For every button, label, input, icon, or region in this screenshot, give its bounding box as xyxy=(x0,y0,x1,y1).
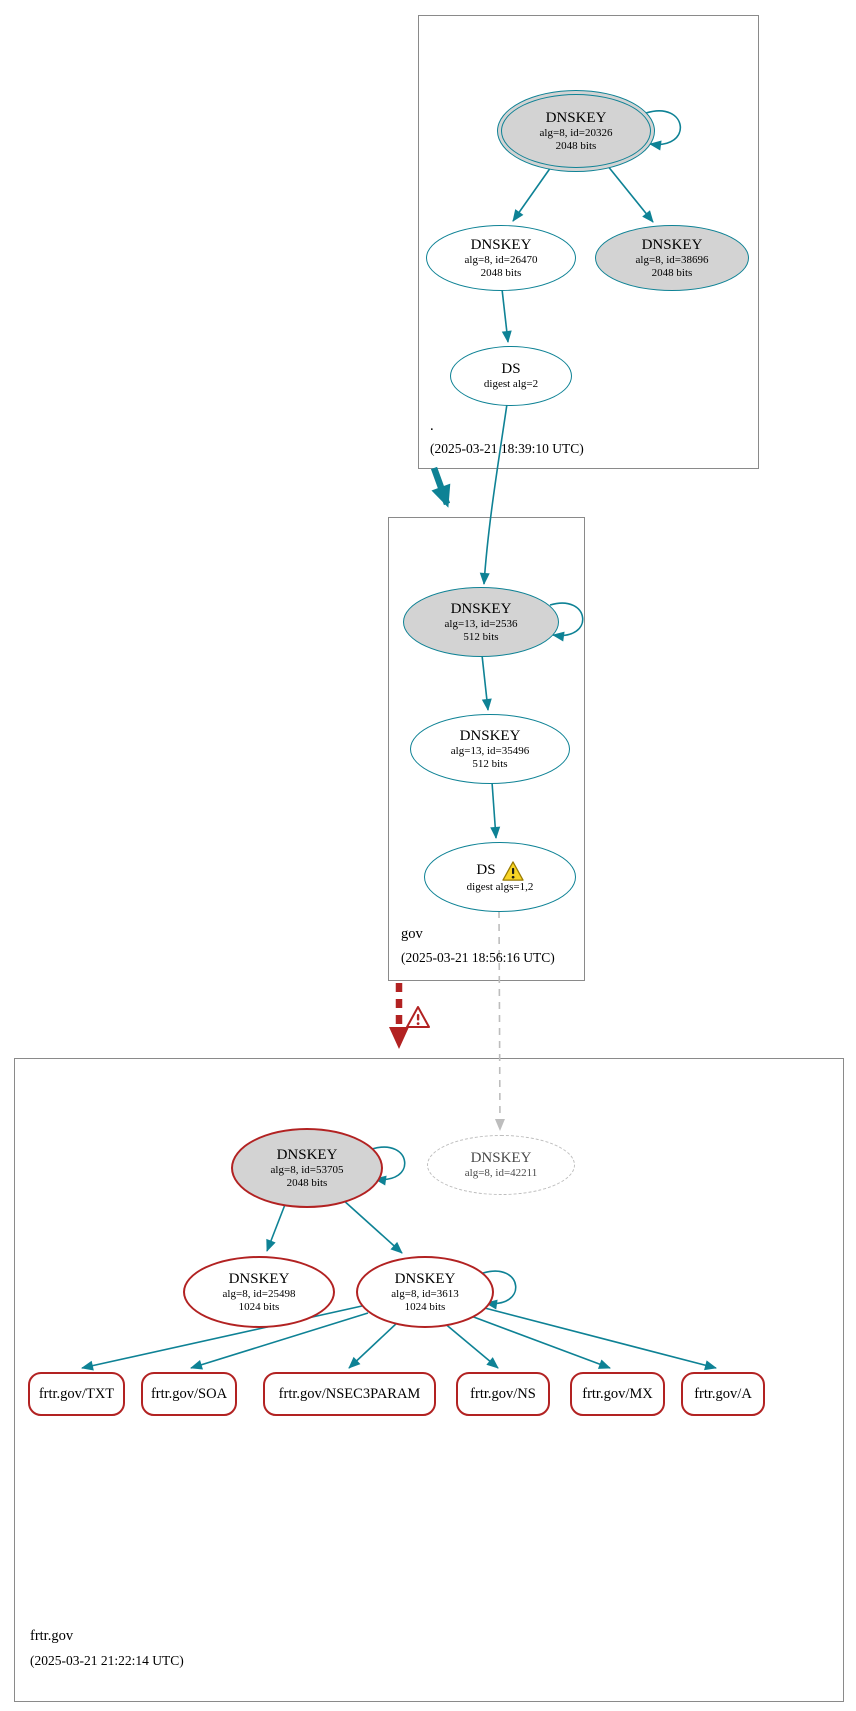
frtr-ksk-dnskey-node[interactable]: DNSKEY alg=8, id=53705 2048 bits xyxy=(231,1128,383,1208)
warning-icon xyxy=(501,860,524,881)
node-digest: digest algs=1,2 xyxy=(466,880,534,893)
rrset-frtr-gov-ns[interactable]: frtr.gov/NS xyxy=(456,1372,550,1416)
node-bits: 512 bits xyxy=(463,630,499,643)
node-title: DNSKEY xyxy=(641,236,703,253)
frtr-zsk-3613-node[interactable]: DNSKEY alg=8, id=3613 1024 bits xyxy=(356,1256,494,1328)
node-title: DNSKEY xyxy=(276,1146,338,1163)
node-title: DNSKEY xyxy=(545,109,607,126)
node-alg: alg=8, id=3613 xyxy=(391,1287,459,1300)
node-alg: alg=13, id=2536 xyxy=(444,617,518,630)
rrset-frtr-gov-txt[interactable]: frtr.gov/TXT xyxy=(28,1372,125,1416)
zone-box-frtr-gov xyxy=(14,1058,844,1702)
zone-label-gov: gov xyxy=(401,926,423,942)
zone-timestamp-root: (2025-03-21 18:39:10 UTC) xyxy=(430,441,584,456)
node-bits: 2048 bits xyxy=(651,266,693,279)
rrset-frtr-gov-nsec3param[interactable]: frtr.gov/NSEC3PARAM xyxy=(263,1372,436,1416)
node-bits: 1024 bits xyxy=(404,1300,446,1313)
node-digest: digest alg=2 xyxy=(483,378,539,391)
frtr-missing-dnskey-node[interactable]: DNSKEY alg=8, id=42211 xyxy=(427,1135,575,1195)
node-title: DNSKEY xyxy=(459,727,521,744)
node-alg: alg=8, id=38696 xyxy=(635,253,709,266)
node-bits: 1024 bits xyxy=(238,1300,280,1313)
node-alg: alg=8, id=26470 xyxy=(464,253,538,266)
gov-ksk-dnskey-node[interactable]: DNSKEY alg=13, id=2536 512 bits xyxy=(403,587,559,657)
zone-label-root: . xyxy=(430,418,434,434)
node-title: DNSKEY xyxy=(394,1270,456,1287)
node-alg: alg=8, id=25498 xyxy=(222,1287,296,1300)
zone-box-root xyxy=(418,15,759,469)
node-title: DNSKEY xyxy=(450,600,512,617)
rrset-frtr-gov-soa[interactable]: frtr.gov/SOA xyxy=(141,1372,237,1416)
root-dnskey-38696-node[interactable]: DNSKEY alg=8, id=38696 2048 bits xyxy=(595,225,749,291)
rrset-frtr-gov-mx[interactable]: frtr.gov/MX xyxy=(570,1372,665,1416)
zone-timestamp-gov: (2025-03-21 18:56:16 UTC) xyxy=(401,950,555,965)
root-zsk-dnskey-node[interactable]: DNSKEY alg=8, id=26470 2048 bits xyxy=(426,225,576,291)
frtr-zsk-25498-node[interactable]: DNSKEY alg=8, id=25498 1024 bits xyxy=(183,1256,335,1328)
node-bits: 2048 bits xyxy=(555,139,597,152)
node-bits: 2048 bits xyxy=(480,266,522,279)
node-title: DS xyxy=(501,361,521,378)
node-alg: alg=8, id=42211 xyxy=(464,1167,538,1180)
node-bits: 2048 bits xyxy=(286,1176,328,1189)
zone-label-frtr-gov: frtr.gov xyxy=(30,1628,74,1644)
error-icon xyxy=(406,1006,430,1028)
zone-timestamp-frtr-gov: (2025-03-21 21:22:14 UTC) xyxy=(30,1653,184,1668)
rrset-frtr-gov-a[interactable]: frtr.gov/A xyxy=(681,1372,765,1416)
root-ds-node[interactable]: DS digest alg=2 xyxy=(450,346,572,406)
node-bits: 512 bits xyxy=(472,757,508,770)
gov-ds-node[interactable]: DS digest algs=1,2 xyxy=(424,842,576,912)
edge-delegation-root-to-gov xyxy=(430,466,451,508)
gov-zsk-dnskey-node[interactable]: DNSKEY alg=13, id=35496 512 bits xyxy=(410,714,570,784)
node-alg: alg=8, id=20326 xyxy=(539,126,613,139)
node-alg: alg=8, id=53705 xyxy=(270,1163,344,1176)
node-title: DS xyxy=(476,862,496,879)
root-ksk-dnskey-node[interactable]: DNSKEY alg=8, id=20326 2048 bits xyxy=(497,90,655,172)
node-title: DNSKEY xyxy=(470,1150,532,1167)
node-title: DNSKEY xyxy=(470,236,532,253)
node-alg: alg=13, id=35496 xyxy=(450,744,530,757)
node-title: DNSKEY xyxy=(228,1270,290,1287)
